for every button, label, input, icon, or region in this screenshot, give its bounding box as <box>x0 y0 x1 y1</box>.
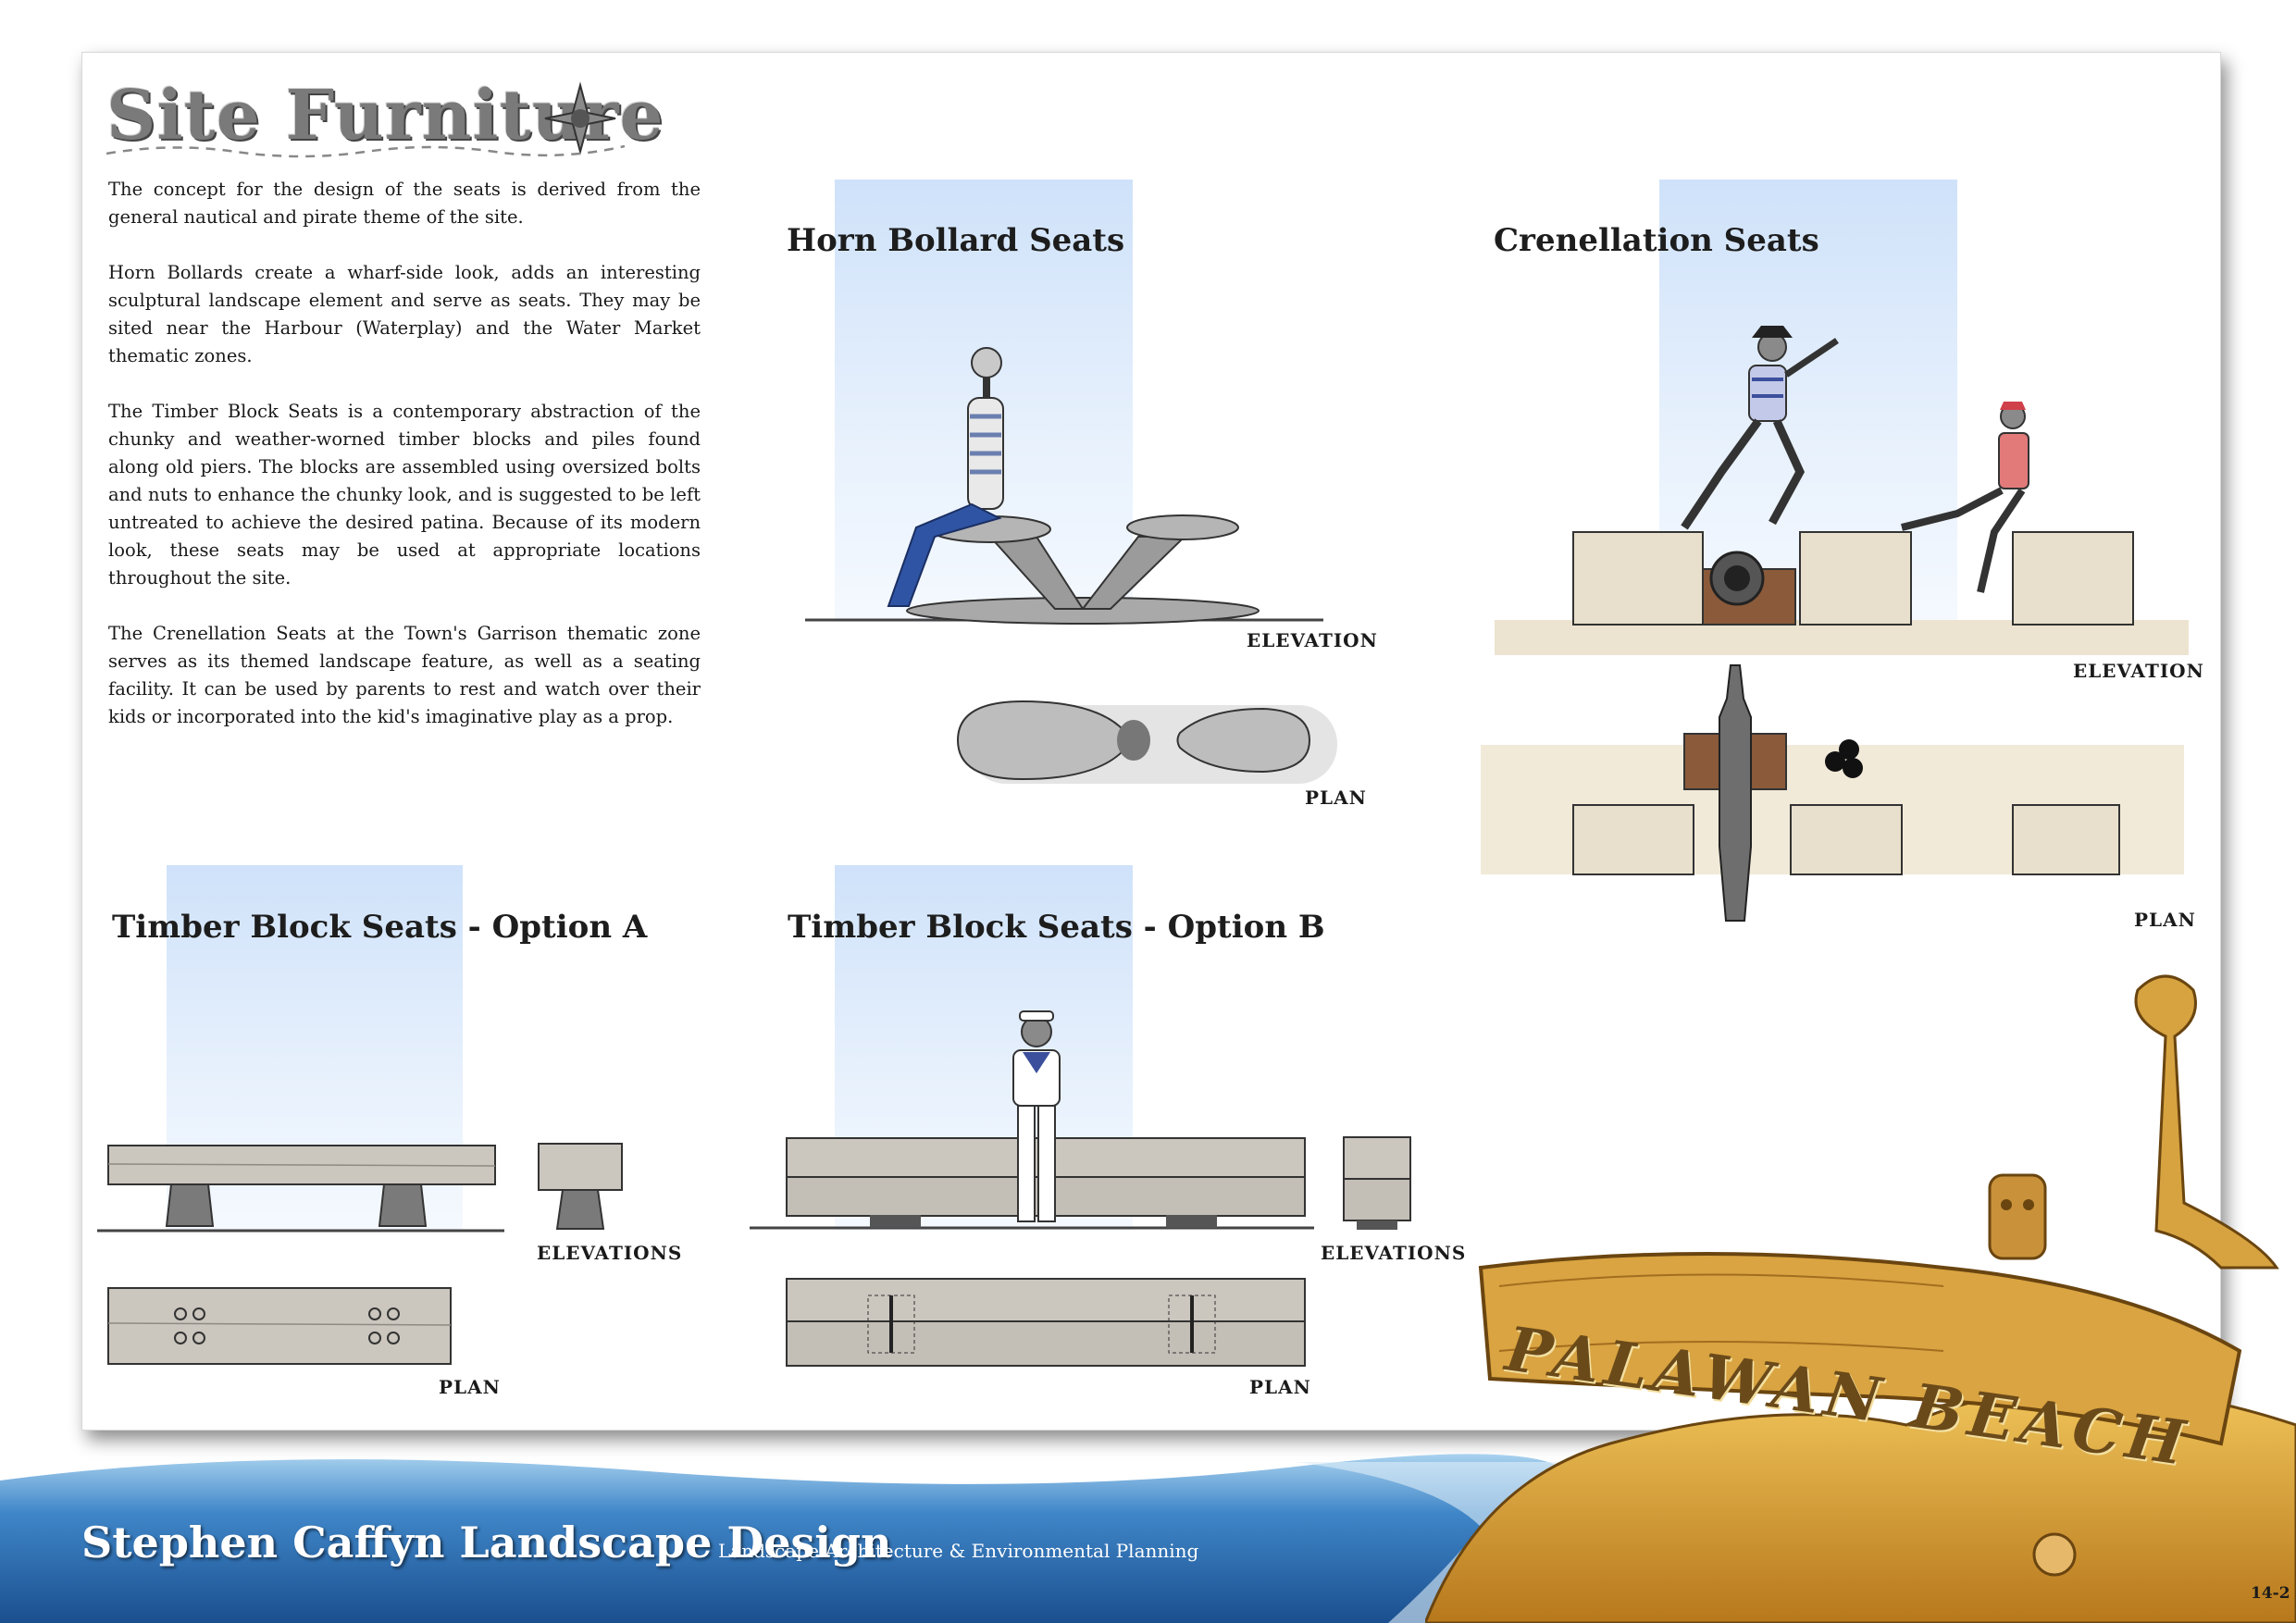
intro-paragraph: The Crenellation Seats at the Town's Gar… <box>108 623 701 727</box>
timber-b-elevations-label: ELEVATIONS <box>1321 1242 1467 1264</box>
company-tagline: Landscape Architecture & Environmental P… <box>718 1540 1199 1562</box>
crenellation-plan-label: PLAN <box>2134 909 2196 931</box>
intro-paragraph: The Timber Block Seats is a contemporary… <box>108 401 701 588</box>
title-underline-wave <box>106 144 625 158</box>
horn-elevation-drawing <box>805 347 1323 625</box>
crenellation-elevation-label: ELEVATION <box>2073 660 2204 682</box>
intro-paragraph: Horn Bollards create a wharf-side look, … <box>108 262 701 366</box>
timber-b-plan-label: PLAN <box>1249 1376 1311 1398</box>
timber-b-heading: Timber Block Seats - Option B <box>788 909 1325 946</box>
crenellation-elevation-drawing <box>1495 326 2189 655</box>
timber-a-plan-label: PLAN <box>439 1376 501 1398</box>
timber-b-side-elevation <box>1343 1136 1411 1230</box>
intro-paragraph: The concept for the design of the seats … <box>108 179 701 228</box>
horn-plan-drawing <box>956 700 1337 784</box>
timber-a-elevations-label: ELEVATIONS <box>537 1242 683 1264</box>
page-number: 14-2 <box>2251 1584 2290 1603</box>
timber-b-plan-drawing <box>786 1278 1306 1367</box>
crenellation-heading: Crenellation Seats <box>1494 222 1819 259</box>
timber-a-plan-drawing <box>107 1287 452 1365</box>
palawan-beach-sign-illustration <box>1425 974 2296 1623</box>
horn-elevation-label: ELEVATION <box>1247 629 1378 651</box>
horn-heading: Horn Bollard Seats <box>787 222 1125 259</box>
company-name: Stephen Caffyn Landscape Design <box>81 1518 892 1567</box>
timber-b-elevation-drawing <box>750 1010 1314 1230</box>
intro-text: The concept for the design of the seats … <box>108 176 701 759</box>
timber-a-heading: Timber Block Seats - Option A <box>112 909 648 946</box>
crenellation-plan-drawing <box>1481 664 2184 922</box>
timber-a-side-elevation <box>538 1143 623 1230</box>
horn-plan-label: PLAN <box>1305 787 1367 809</box>
timber-a-elevation-drawing <box>97 1145 504 1233</box>
compass-rose-icon <box>544 81 616 155</box>
